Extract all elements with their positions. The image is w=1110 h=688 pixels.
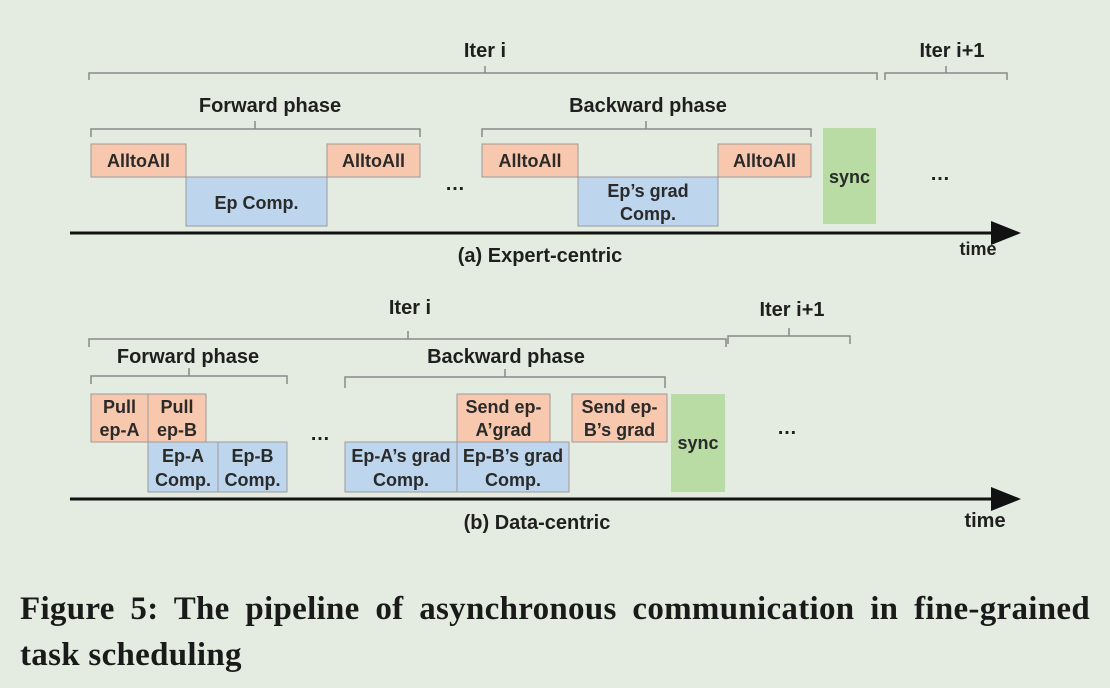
backward-phase-brace-a	[481, 121, 812, 137]
backward-phase-label-a: Backward phase	[569, 95, 727, 117]
ep-grad-comp-box-a	[577, 176, 719, 227]
alltoall-box-a4	[717, 143, 812, 178]
send-ep-b-line1: Send ep-	[581, 397, 657, 417]
ep-grad-text-line1-a: Ep’s grad	[607, 181, 688, 201]
ep-b-comp-box	[217, 441, 288, 493]
ep-a-grad-line2: Comp.	[373, 470, 429, 490]
ep-a-comp-box	[147, 441, 219, 493]
forward-phase-brace-b	[90, 368, 288, 384]
send-ep-a-grad-box	[456, 393, 551, 443]
alltoall-box-a1	[90, 143, 187, 178]
pipeline-diagram: Iter i Iter i+1 Forward phase Backward p…	[70, 40, 1021, 534]
backward-phase-brace-b	[344, 369, 666, 388]
ep-comp-text-a: Ep Comp.	[215, 193, 299, 213]
iter-next-label-b: Iter i+1	[759, 299, 824, 321]
send-ep-a-line2: A’grad	[475, 420, 531, 440]
time-label-b: time	[964, 510, 1005, 532]
iter-i-label-a: Iter i	[464, 40, 506, 62]
iter-i-label-b: Iter i	[389, 297, 431, 319]
panel-title-b: (b) Data-centric	[464, 512, 611, 534]
iter-next-brace-a	[884, 66, 1008, 80]
send-ep-b-line2: B’s grad	[584, 420, 655, 440]
time-label-a: time	[959, 239, 996, 259]
sync-text-a: sync	[829, 167, 870, 187]
ellipsis-end-a: …	[930, 163, 950, 185]
ep-a-grad-comp-box	[344, 441, 458, 493]
send-ep-a-line1: Send ep-	[465, 397, 541, 417]
figure-caption: Figure 5: The pipeline of asynchronous c…	[20, 591, 1090, 673]
panel-expert-centric: Iter i Iter i+1 Forward phase Backward p…	[70, 40, 1021, 267]
ep-a-grad-line1: Ep-A’s grad	[351, 446, 450, 466]
forward-phase-label-b: Forward phase	[117, 346, 259, 368]
ep-b-comp-line1: Ep-B	[232, 446, 274, 466]
ep-b-grad-comp-box	[456, 441, 570, 493]
sync-box-b	[671, 394, 725, 492]
iter-i-brace-b	[88, 331, 727, 347]
ellipsis-end-b: …	[777, 417, 797, 439]
iter-next-label-a: Iter i+1	[919, 40, 984, 62]
send-ep-b-grad-box	[571, 393, 668, 443]
forward-phase-brace-a	[90, 121, 421, 137]
sync-text-b: sync	[677, 433, 718, 453]
ep-a-comp-line2: Comp.	[155, 470, 211, 490]
alltoall-text-a2: AlltoAll	[342, 151, 405, 171]
pull-ep-a-line2: ep-A	[100, 420, 140, 440]
alltoall-box-a2	[326, 143, 421, 178]
pull-ep-a-line1: Pull	[103, 397, 136, 417]
panel-title-a: (a) Expert-centric	[458, 245, 623, 267]
ep-comp-box-a	[185, 176, 328, 227]
iter-i-brace-a	[88, 66, 878, 80]
backward-phase-label-b: Backward phase	[427, 346, 585, 368]
ep-b-grad-line1: Ep-B’s grad	[463, 446, 563, 466]
pull-ep-b-box	[147, 393, 207, 443]
sync-box-a	[823, 128, 876, 224]
ep-b-comp-line2: Comp.	[225, 470, 281, 490]
pull-ep-b-line2: ep-B	[157, 420, 197, 440]
alltoall-box-a3	[481, 143, 579, 178]
ellipsis-mid-a: …	[445, 173, 465, 195]
ep-grad-text-line2-a: Comp.	[620, 204, 676, 224]
alltoall-text-a3: AlltoAll	[499, 151, 562, 171]
alltoall-text-a4: AlltoAll	[733, 151, 796, 171]
ep-b-grad-line2: Comp.	[485, 470, 541, 490]
pull-ep-b-line1: Pull	[160, 397, 193, 417]
panel-data-centric: Iter i Iter i+1 Forward phase Backward p…	[70, 297, 1021, 534]
alltoall-text-a1: AlltoAll	[107, 151, 170, 171]
ellipsis-mid-b: …	[310, 423, 330, 445]
forward-phase-label-a: Forward phase	[199, 95, 341, 117]
ep-a-comp-line1: Ep-A	[162, 446, 204, 466]
iter-next-brace-b	[727, 328, 851, 344]
